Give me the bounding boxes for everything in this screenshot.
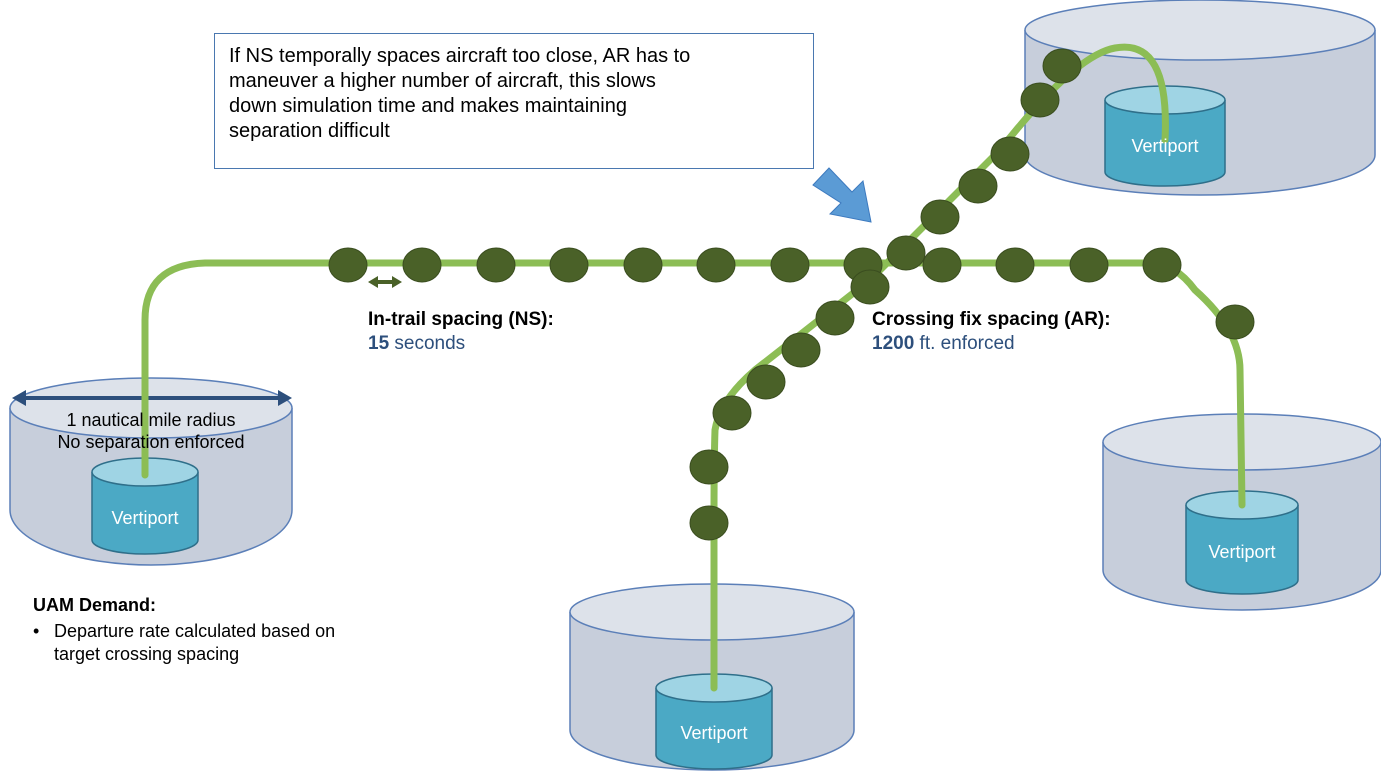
aircraft	[995, 247, 1035, 283]
in-trail-value-line: 15 seconds	[368, 332, 554, 356]
callout-box: If NS temporally spaces aircraft too clo…	[214, 33, 814, 169]
vertiport-label-right: Vertiport	[1208, 542, 1276, 562]
vertiport-label-top-right: Vertiport	[1131, 136, 1199, 156]
aircraft	[770, 247, 810, 283]
aircraft	[886, 235, 926, 271]
in-trail-spacing: In-trail spacing (NS): 15 seconds	[368, 308, 554, 356]
aircraft	[712, 395, 752, 431]
aircraft	[1042, 48, 1082, 84]
radius-label: 1 nautical mile radius No separation enf…	[38, 410, 264, 453]
in-trail-unit: seconds	[389, 332, 466, 354]
crossing-title: Crossing fix spacing (AR):	[872, 309, 1111, 330]
callout-text: If NS temporally spaces aircraft too clo…	[229, 45, 691, 142]
aircraft	[689, 449, 729, 485]
uam-demand-text: Departure rate calculated based on targe…	[54, 621, 336, 664]
aircraft	[696, 247, 736, 283]
crossing-value-line: 1200 ft. enforced	[872, 332, 1111, 356]
aircraft	[815, 300, 855, 336]
aircraft	[402, 247, 442, 283]
radius-label-line1: 1 nautical mile radius	[66, 410, 236, 430]
spacing-arrow	[368, 276, 402, 288]
aircraft	[1215, 304, 1255, 340]
aircraft	[920, 199, 960, 235]
aircraft	[328, 247, 368, 283]
crossing-fix-spacing: Crossing fix spacing (AR): 1200 ft. enfo…	[872, 308, 1111, 356]
radius-arrow	[12, 390, 292, 406]
aircraft	[850, 269, 890, 305]
in-trail-value: 15	[368, 332, 390, 354]
aircraft	[922, 247, 962, 283]
aircraft	[689, 505, 729, 541]
aircraft	[1020, 82, 1060, 118]
aircraft	[623, 247, 663, 283]
aircraft	[1142, 247, 1182, 283]
aircraft	[958, 168, 998, 204]
aircraft	[781, 332, 821, 368]
uam-demand-bullet: •	[33, 621, 40, 641]
aircraft	[746, 364, 786, 400]
aircraft-group	[328, 48, 1255, 541]
vertiport-label-bottom: Vertiport	[680, 723, 748, 743]
vertiport-label-left: Vertiport	[111, 508, 179, 528]
crossing-value: 1200	[872, 332, 915, 354]
in-trail-title: In-trail spacing (NS):	[368, 309, 554, 330]
radius-label-line2: No separation enforced	[57, 431, 245, 452]
callout-pointer-arrow	[812, 167, 872, 223]
vertiport-left	[91, 457, 199, 555]
uam-demand-title: UAM Demand:	[33, 595, 157, 615]
crossing-unit: ft. enforced	[914, 332, 1015, 354]
aircraft	[476, 247, 516, 283]
aircraft	[549, 247, 589, 283]
aircraft	[1069, 247, 1109, 283]
aircraft	[990, 136, 1030, 172]
